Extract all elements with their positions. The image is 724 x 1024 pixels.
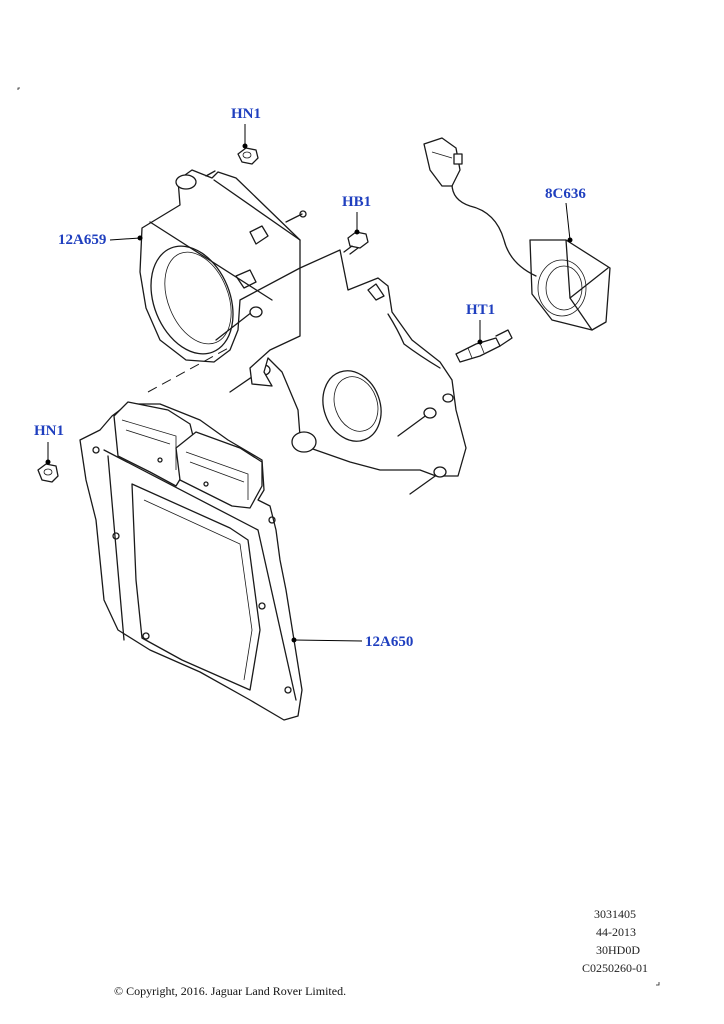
ecu-mounting-plate <box>249 249 467 495</box>
callout-12a650: 12A650 <box>365 634 414 650</box>
corner-mark-bottom-right <box>656 982 660 986</box>
ref-line-2: 44-2013 <box>596 925 636 939</box>
nut-hn1-left <box>37 463 59 483</box>
sensor-8c636 <box>423 137 611 331</box>
callout-hb1: HB1 <box>342 194 372 210</box>
callout-hn1-top: HN1 <box>231 106 261 122</box>
bolt-hb1 <box>343 231 369 255</box>
ecu-module-12a650 <box>79 401 303 721</box>
ref-line-4: C0250260-01 <box>582 961 648 975</box>
ref-line-3: 30HD0D <box>596 943 640 957</box>
copyright-notice: © Copyright, 2016. Jaguar Land Rover Lim… <box>114 984 347 998</box>
nut-hn1-top <box>237 147 259 165</box>
ref-line-1: 3031405 <box>594 907 636 921</box>
callout-12a659: 12A659 <box>58 232 107 248</box>
mounting-bracket-12a659 <box>139 169 307 393</box>
sensor-ht1 <box>455 329 513 363</box>
callout-hn1-left: HN1 <box>34 423 64 439</box>
callout-ht1: HT1 <box>466 302 496 318</box>
corner-mark-top-left <box>17 87 20 90</box>
leader-lines <box>45 124 573 643</box>
callout-8c636: 8C636 <box>545 186 586 202</box>
